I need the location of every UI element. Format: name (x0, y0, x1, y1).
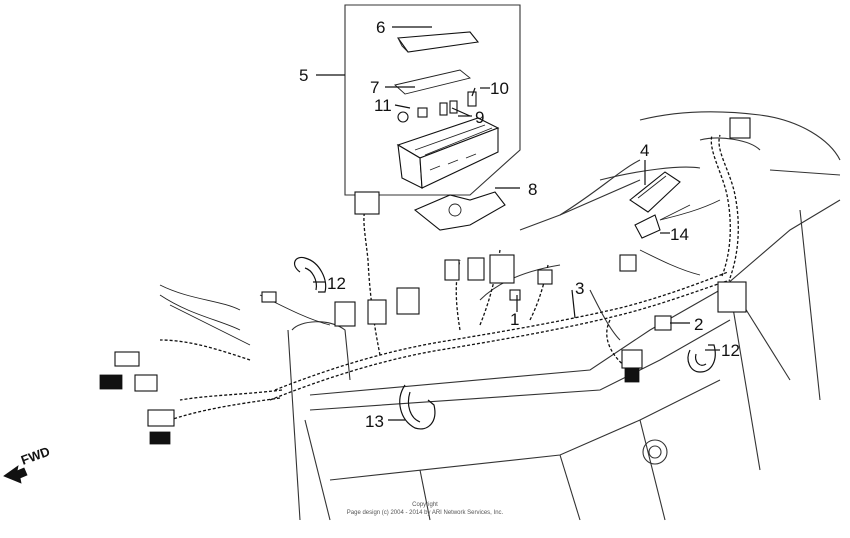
callout-1: 1 (510, 310, 519, 329)
fuse-box-group (344, 4, 521, 196)
callout-11: 11 (374, 96, 392, 115)
callout-13: 13 (365, 412, 384, 431)
callout-10: 10 (490, 79, 509, 98)
copyright-notice: Copyright Page design (c) 2004 - 2014 by… (347, 502, 504, 516)
callout-8: 8 (528, 180, 537, 199)
callout-14: 14 (670, 225, 689, 244)
callout-2: 2 (694, 315, 703, 334)
wire-clamps (293, 256, 716, 430)
callout-labels: 6 5 7 10 11 9 8 4 14 12 3 1 2 12 13 (299, 18, 740, 431)
callout-3: 3 (575, 279, 584, 298)
callout-6: 6 (376, 18, 385, 37)
bracket-8 (413, 191, 506, 231)
forward-arrow-icon (3, 465, 28, 484)
forward-direction-indicator: FWD (3, 444, 52, 484)
callout-12-left: 12 (327, 274, 346, 293)
callout-4: 4 (640, 141, 649, 160)
copyright-line-1: Copyright (412, 502, 438, 508)
leader-lines (313, 26, 720, 421)
callout-7: 7 (370, 78, 379, 97)
copyright-line-2: Page design (c) 2004 - 2014 by ARI Netwo… (347, 510, 504, 516)
forward-label: FWD (19, 444, 52, 468)
connectors (99, 117, 751, 445)
callout-5: 5 (299, 66, 308, 85)
main-wire-harness (159, 134, 739, 421)
callout-9: 9 (475, 108, 484, 127)
callout-12-right: 12 (721, 341, 740, 360)
